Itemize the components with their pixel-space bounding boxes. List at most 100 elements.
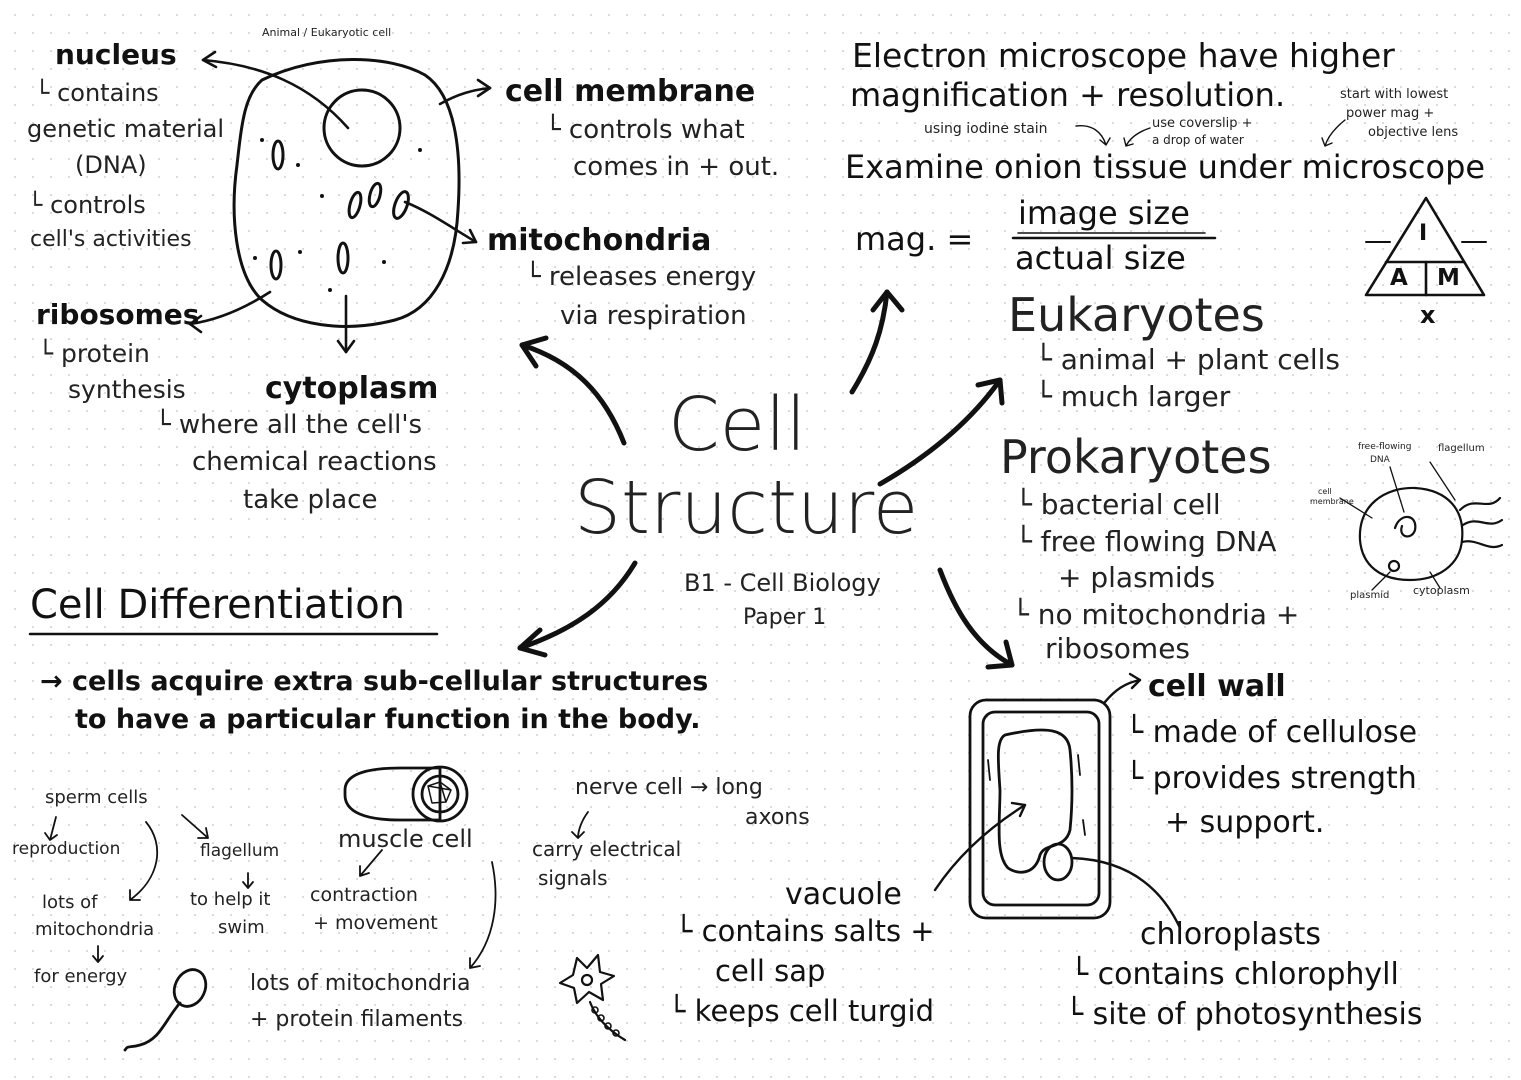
nucleus-title: nucleus [55, 38, 177, 71]
nucleus-arrow [201, 58, 350, 130]
contraction-line-1: contraction [310, 884, 418, 906]
sperm-lots-line-1: lots of [42, 892, 98, 913]
animal-cell-arrows [188, 50, 492, 354]
note-coverslip-2: a drop of water [1152, 133, 1244, 147]
bacteria-label-membrane-2: membrane [1310, 497, 1354, 506]
bacterial-cell-outline [1358, 486, 1464, 582]
membrane-title: cell membrane [505, 74, 756, 109]
help-swim-line-1: to help it [190, 889, 271, 910]
mitochondrion-4 [392, 190, 410, 220]
bacterial-cell-diagram [1339, 461, 1504, 591]
arrow-to-animal-cell [519, 342, 627, 446]
ribosomes-line-1: └ protein [38, 339, 150, 368]
prokaryotes-line-5: ribosomes [1045, 632, 1191, 665]
prokaryotes-line-2: └ free flowing DNA [1015, 525, 1277, 558]
note-iodine-stain: using iodine stain [924, 121, 1048, 137]
nerve-cell-body [558, 953, 616, 1005]
axons-label: axons [745, 805, 810, 830]
muscle-cell-label: muscle cell [338, 825, 473, 853]
cell-wall-line-1: └ made of cellulose [1125, 715, 1418, 750]
membrane-line-2: comes in + out. [573, 152, 780, 182]
cell-wall-title: cell wall [1148, 669, 1286, 704]
mitochondrion-2 [347, 190, 363, 220]
microscope-line-1: Electron microscope have higher [852, 36, 1395, 75]
arrow-to-microscope [849, 289, 890, 395]
differentiation-title: Cell Differentiation [30, 582, 406, 628]
ribosomes-line-2: synthesis [68, 375, 186, 404]
carry-signals-line-2: signals [538, 866, 608, 890]
cell-wall-line-2: └ provides strength [1125, 761, 1417, 796]
carry-signals-line-1: carry electrical [532, 837, 682, 861]
mitochondria-arrow [403, 200, 478, 244]
eukaryotes-line-2: └ much larger [1035, 380, 1231, 413]
flagellum-1 [1458, 496, 1502, 512]
bacteria-label-membrane-1: cell [1318, 487, 1332, 496]
triangle-x: x [1420, 301, 1436, 329]
sperm-head [172, 968, 208, 1008]
mitochondria-title: mitochondria [487, 223, 712, 258]
vacuole-line-3: └ keeps cell turgid [668, 994, 935, 1028]
cell-wall-arrow [1103, 678, 1142, 704]
membrane-arrow [438, 86, 492, 106]
reproduction-label: reproduction [12, 839, 121, 859]
sperm-cells-label: sperm cells [45, 787, 148, 808]
eukaryotes-line-1: └ animal + plant cells [1035, 343, 1341, 376]
chloroplasts-title: chloroplasts [1140, 917, 1322, 952]
mitochondria-line-2: via respiration [560, 301, 747, 331]
triangle-a: A [1390, 265, 1408, 291]
muscle-cell-outline [343, 766, 442, 822]
sperm-lots-line-2: mitochondria [35, 919, 155, 940]
nucleus-line-2: genetic material [27, 115, 225, 143]
center-title-line-2: Structure [574, 465, 919, 551]
vacuole-shape [996, 728, 1074, 874]
mitochondrion-3 [367, 181, 383, 209]
microscope-line-2: magnification + resolution. [850, 76, 1286, 114]
nerve-cell-label: nerve cell → long [575, 775, 763, 800]
mag-label: mag. = [855, 220, 974, 258]
nucleus-line-4: └ controls [28, 191, 146, 219]
cell-wall-line-3: + support. [1165, 805, 1325, 840]
bacteria-label-dna-1: free-flowing [1358, 442, 1412, 452]
nucleus-shape [322, 88, 402, 168]
prokaryotes-line-1: └ bacterial cell [1015, 488, 1221, 521]
muscle-cell-diagram [343, 765, 469, 823]
ribosome-dots [253, 138, 422, 292]
sperm-cell-diagram [123, 968, 208, 1052]
cytoplasm-title: cytoplasm [265, 371, 439, 406]
nucleus-line-5: cell's activities [30, 227, 192, 252]
nucleus-line-3: (DNA) [75, 151, 147, 179]
prokaryotes-title: Prokaryotes [1000, 430, 1272, 484]
membrane-line-1: └ controls what [545, 115, 745, 145]
plant-cell-wall-outer [968, 698, 1112, 920]
cytoplasm-line-1: └ where all the cell's [155, 410, 423, 440]
vacuole-line-1: └ contains salts + [675, 914, 935, 948]
central-arrows [517, 289, 1015, 670]
plant-cell-wall-inner [981, 710, 1101, 907]
center-subtitle-line-2: Paper 1 [743, 605, 827, 630]
differentiation-line-1: → cells acquire extra sub-cellular struc… [40, 666, 709, 697]
vacuole-arrow [933, 803, 1027, 892]
center-title-line-1: Cell [668, 382, 807, 468]
microscope-note-arrows [1075, 119, 1346, 147]
plant-cell-diagram [933, 672, 1182, 930]
eukaryotes-title: Eukaryotes [1008, 288, 1265, 342]
note-coverslip-1: use coverslip + [1152, 116, 1253, 131]
nerve-cell-diagram [558, 953, 627, 1042]
arrow-to-plant-cell [937, 567, 1015, 668]
prokaryotes-line-4: └ no mitochondria + [1012, 598, 1300, 631]
for-energy-label: for energy [34, 966, 128, 987]
sperm-tail [123, 1001, 182, 1052]
arrow-to-eukaryotes [877, 377, 1003, 487]
magnification-triangle [1364, 196, 1487, 297]
bacteria-label-cytoplasm: cytoplasm [1413, 584, 1470, 597]
bacteria-label-plasmid: plasmid [1350, 590, 1390, 601]
vacuole-title: vacuole [785, 877, 902, 912]
differentiation-line-2: to have a particular function in the bod… [75, 704, 701, 735]
differentiation-arrows [44, 811, 589, 969]
muscle-lots-line-1: lots of mitochondria [250, 971, 471, 996]
cytoplasm-line-3: take place [243, 485, 378, 515]
flagellum-label: flagellum [200, 841, 280, 861]
vacuole-line-2: cell sap [715, 954, 826, 988]
animal-cell-diagram [232, 58, 461, 328]
